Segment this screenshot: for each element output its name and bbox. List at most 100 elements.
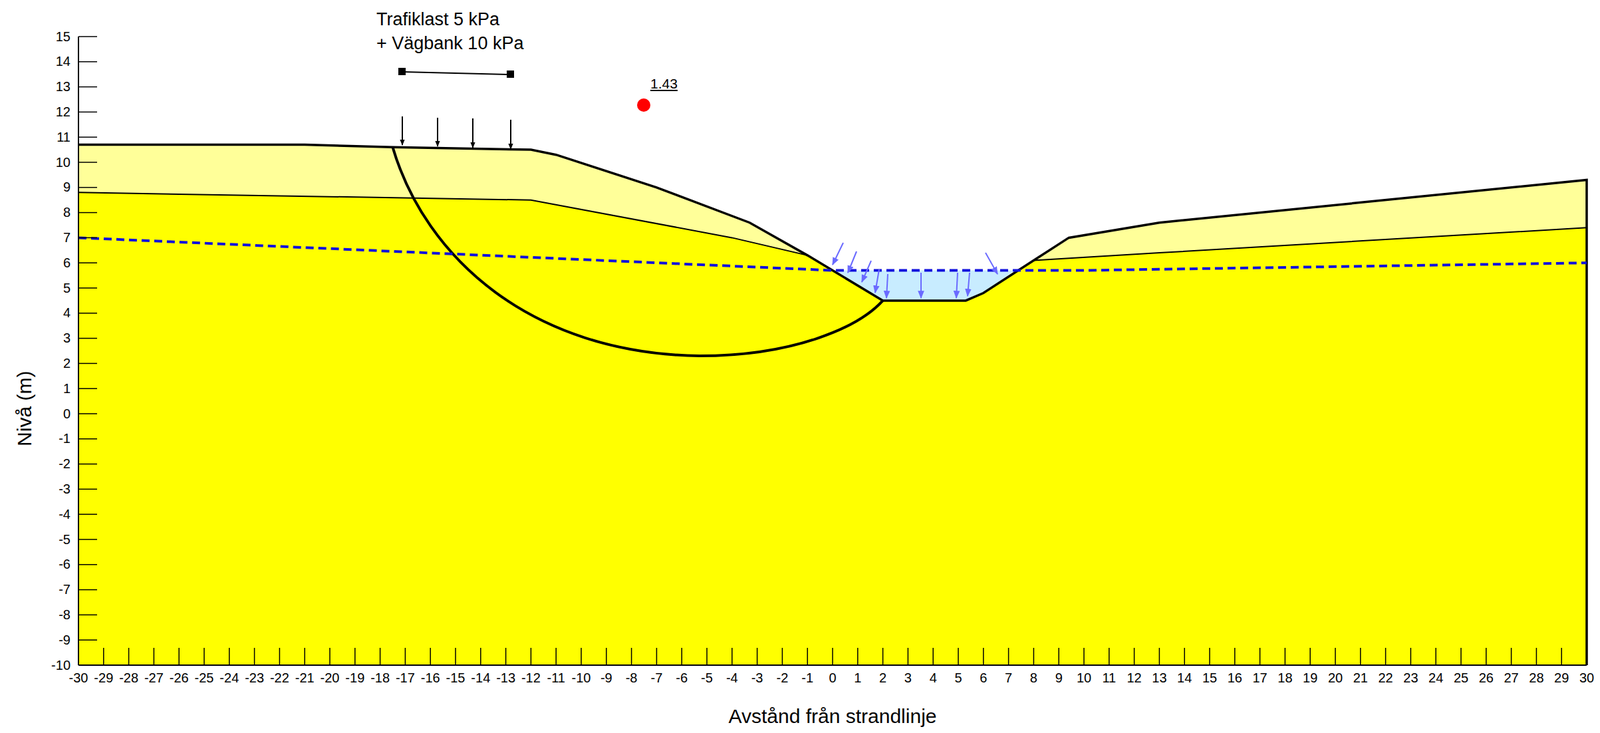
y-tick-label: 2 bbox=[63, 355, 71, 372]
x-tick-label: 0 bbox=[828, 670, 836, 686]
y-tick-label: -10 bbox=[51, 657, 71, 673]
y-tick-label: -6 bbox=[58, 556, 71, 572]
y-tick-label: 9 bbox=[63, 179, 71, 195]
tick-mark bbox=[1309, 647, 1311, 666]
tick-mark bbox=[555, 647, 557, 666]
x-tick-label: -15 bbox=[446, 670, 466, 686]
x-tick-label: -17 bbox=[395, 670, 415, 686]
x-tick-label: -9 bbox=[600, 670, 613, 686]
tick-mark bbox=[78, 212, 98, 214]
tick-mark bbox=[1159, 647, 1161, 666]
x-tick-label: -18 bbox=[370, 670, 390, 686]
x-tick-label: -8 bbox=[625, 670, 638, 686]
tick-mark bbox=[78, 538, 98, 540]
upper-soil bbox=[78, 144, 1587, 666]
x-tick-label: 10 bbox=[1076, 670, 1092, 686]
tick-mark bbox=[128, 647, 130, 666]
tick-mark bbox=[1435, 647, 1437, 666]
tick-mark bbox=[1460, 647, 1462, 666]
x-tick-label: -26 bbox=[169, 670, 189, 686]
tick-mark bbox=[731, 647, 733, 666]
tick-mark bbox=[1485, 647, 1487, 666]
x-tick-label: 12 bbox=[1126, 670, 1142, 686]
critical-center bbox=[637, 98, 651, 112]
x-tick-label: 17 bbox=[1252, 670, 1267, 686]
lower-soil bbox=[78, 192, 1587, 666]
x-tick-label: 29 bbox=[1554, 670, 1569, 686]
tick-mark bbox=[203, 647, 205, 666]
x-tick-label: 8 bbox=[1030, 670, 1038, 686]
x-tick-label: 20 bbox=[1328, 670, 1343, 686]
x-tick-label: -29 bbox=[93, 670, 114, 686]
x-tick-label: -5 bbox=[700, 670, 713, 686]
tick-mark bbox=[1410, 647, 1412, 666]
x-tick-label: 21 bbox=[1353, 670, 1368, 686]
tick-mark bbox=[706, 647, 708, 666]
y-axis-title: Nivå (m) bbox=[13, 370, 38, 446]
tick-mark bbox=[907, 647, 910, 666]
x-tick-label: 24 bbox=[1428, 670, 1444, 686]
tick-mark bbox=[78, 387, 98, 390]
tick-mark bbox=[1284, 647, 1287, 666]
x-tick-label: -12 bbox=[521, 670, 541, 686]
tick-mark bbox=[78, 186, 98, 189]
x-tick-label: 1 bbox=[853, 670, 862, 686]
x-tick-label: -1 bbox=[801, 670, 814, 686]
x-tick-label: 9 bbox=[1055, 670, 1063, 686]
x-tick-label: 30 bbox=[1579, 670, 1595, 686]
tick-mark bbox=[1133, 647, 1136, 666]
x-tick-label: 28 bbox=[1528, 670, 1544, 686]
x-tick-label: 6 bbox=[979, 670, 987, 686]
y-tick-label: 13 bbox=[55, 79, 71, 95]
tick-mark bbox=[656, 647, 658, 666]
tick-mark bbox=[1259, 647, 1261, 666]
x-tick-label: -27 bbox=[144, 670, 164, 686]
tick-mark bbox=[78, 287, 98, 289]
y-tick-label: -8 bbox=[58, 607, 71, 623]
surface-load bbox=[399, 68, 514, 149]
x-axis-title: Avstånd från strandlinje bbox=[728, 704, 937, 729]
y-tick-label: 14 bbox=[55, 53, 71, 70]
axes bbox=[78, 36, 1587, 666]
tick-mark bbox=[153, 647, 155, 666]
tick-mark bbox=[831, 647, 834, 666]
tick-mark bbox=[78, 614, 98, 616]
y-tick-label: 5 bbox=[63, 280, 71, 296]
x-tick-label: 13 bbox=[1151, 670, 1167, 686]
tick-mark bbox=[1359, 647, 1362, 666]
x-tick-label: -16 bbox=[420, 670, 441, 686]
tick-mark bbox=[78, 513, 98, 515]
y-tick-label: 11 bbox=[56, 129, 71, 145]
tick-mark bbox=[932, 647, 934, 666]
tick-mark bbox=[78, 161, 98, 163]
tick-mark bbox=[78, 337, 98, 340]
tick-mark bbox=[1208, 647, 1211, 666]
tick-mark bbox=[78, 111, 98, 114]
tick-mark bbox=[1334, 647, 1336, 666]
x-tick-label: -4 bbox=[726, 670, 739, 686]
tick-mark bbox=[303, 647, 306, 666]
x-tick-label: 25 bbox=[1453, 670, 1469, 686]
x-tick-label: -13 bbox=[496, 670, 516, 686]
tick-mark bbox=[1586, 647, 1588, 666]
tick-mark bbox=[806, 647, 808, 666]
tick-mark bbox=[78, 136, 98, 138]
x-tick-label: 14 bbox=[1177, 670, 1192, 686]
tick-mark bbox=[1108, 647, 1110, 666]
tick-mark bbox=[228, 647, 231, 666]
x-tick-label: -23 bbox=[244, 670, 265, 686]
tick-mark bbox=[505, 647, 507, 666]
tick-mark bbox=[78, 463, 98, 465]
tick-mark bbox=[1008, 647, 1010, 666]
tick-mark bbox=[782, 647, 784, 666]
groundwater-level bbox=[78, 237, 1587, 270]
x-tick-label: 18 bbox=[1277, 670, 1293, 686]
load-label: Trafiklast 5 kPa bbox=[376, 9, 500, 30]
y-tick-label: 6 bbox=[63, 255, 71, 271]
safety-factor: 1.43 bbox=[650, 75, 678, 92]
x-tick-label: -19 bbox=[345, 670, 365, 686]
load-label: + Vägbank 10 kPa bbox=[376, 33, 524, 54]
tick-mark bbox=[957, 647, 959, 666]
tick-mark bbox=[78, 589, 98, 591]
